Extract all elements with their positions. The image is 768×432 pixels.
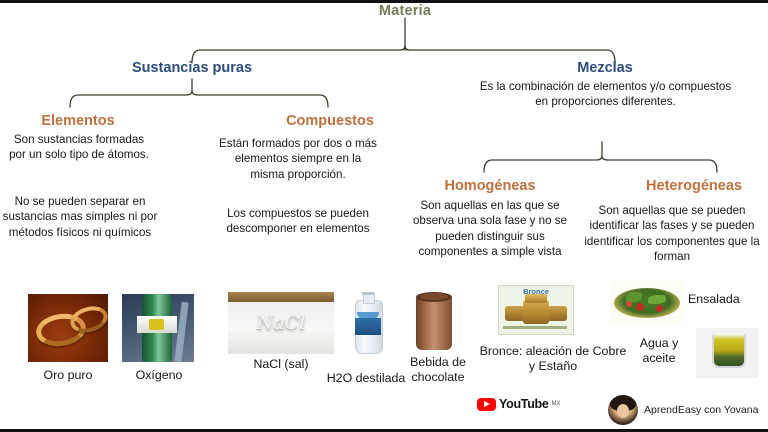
- gold-rings-photo: [28, 294, 108, 362]
- bottom-letterbox-bar: [0, 429, 768, 432]
- bottle-label: [355, 318, 381, 335]
- node-heterogeneas: Heterogéneas: [620, 178, 768, 194]
- node-sustancias-puras: Sustancias puras: [102, 60, 282, 76]
- node-elementos-label: Elementos: [41, 113, 115, 129]
- caption-nacl: NaCl (sal): [253, 357, 309, 371]
- caption-oro-puro: Oro puro: [43, 368, 93, 382]
- bottle-cap: [362, 292, 374, 295]
- node-heterogeneas-label: Heterogéneas: [646, 178, 742, 194]
- bronze-valve-photo: Bronce: [498, 285, 574, 335]
- tomato-3: [626, 301, 632, 307]
- nacl-overlay-text: NaCl: [256, 311, 306, 334]
- node-mezclas-label: Mezclas: [577, 60, 633, 76]
- lettuce-leaf-1: [626, 292, 642, 302]
- node-sustancias-puras-label: Sustancias puras: [131, 60, 253, 76]
- lettuce-leaf-2: [648, 295, 666, 304]
- channel-branding[interactable]: AprendEasy con Yovana: [608, 395, 758, 425]
- oxygen-cylinder-photo: [122, 294, 194, 362]
- salad-photo: [610, 281, 684, 324]
- tomato-2: [656, 305, 663, 312]
- caption-ensalada: Ensalada: [688, 292, 740, 306]
- node-elementos-desc1: Son sustancias formadas por un solo tipo…: [9, 133, 149, 162]
- youtube-wordmark: YouTube: [499, 397, 549, 411]
- valve-body: [523, 300, 549, 324]
- tomato-1: [636, 303, 644, 311]
- caption-bronce: Bronce: aleación de Cobre y Estaño: [479, 344, 627, 374]
- node-mezclas-desc: Es la combinación de elementos y/o compu…: [479, 80, 732, 109]
- node-compuestos: Compuestos: [255, 113, 405, 129]
- youtube-play-icon: [477, 397, 496, 411]
- distilled-water-bottle-photo: [343, 292, 393, 360]
- salt-nacl-photo: NaCl: [228, 292, 334, 354]
- youtube-region-label: MX: [551, 401, 561, 407]
- node-homogeneas-desc: Son aquellas en las que se observa una s…: [412, 199, 568, 259]
- avatar: [608, 395, 638, 425]
- node-materia-label: Materia: [378, 3, 432, 19]
- glass-shape: [712, 334, 746, 368]
- node-compuestos-desc2: Los compuestos se pueden descomponer en …: [226, 207, 370, 236]
- caption-oxigeno: Oxígeno: [135, 368, 183, 382]
- youtube-logo[interactable]: YouTube MX: [477, 397, 561, 411]
- bronce-overlay-text: Bronce: [523, 287, 549, 296]
- bottle-wave-graphic: [357, 312, 379, 320]
- node-homogeneas: Homogéneas: [415, 178, 565, 194]
- node-heterogeneas-desc: Son aquellas que se pueden identificar l…: [584, 204, 760, 264]
- cylinder-label-mark: [149, 319, 164, 330]
- node-elementos-desc2: No se pueden separar en sustancias mas s…: [2, 195, 158, 239]
- salad-plate: [614, 288, 680, 318]
- chocolate-cup: [416, 296, 452, 350]
- wood-background: [228, 292, 334, 302]
- node-elementos: Elementos: [8, 113, 148, 129]
- caption-h2o: H2O destilada: [326, 371, 406, 385]
- top-letterbox-bar: [0, 0, 768, 3]
- chocolate-foam: [420, 293, 448, 300]
- channel-name: AprendEasy con Yovana: [644, 404, 759, 416]
- valve-base-strip: [503, 326, 567, 329]
- chocolate-drink-photo: [404, 288, 464, 356]
- node-compuestos-desc1: Están formados por dos o más elementos s…: [219, 137, 377, 181]
- water-and-oil-glass-photo: [696, 328, 758, 378]
- node-materia: Materia: [315, 3, 495, 19]
- node-compuestos-label: Compuestos: [286, 113, 374, 129]
- valve-right-nut: [547, 306, 567, 321]
- valve-cap: [525, 294, 547, 303]
- caption-agua-aceite: Agua y aceite: [639, 336, 679, 366]
- caption-bebida-chocolate: Bebida de chocolate: [410, 355, 466, 385]
- valve-left-nut: [505, 306, 525, 321]
- node-homogeneas-label: Homogéneas: [444, 178, 536, 194]
- node-mezclas: Mezclas: [525, 60, 685, 76]
